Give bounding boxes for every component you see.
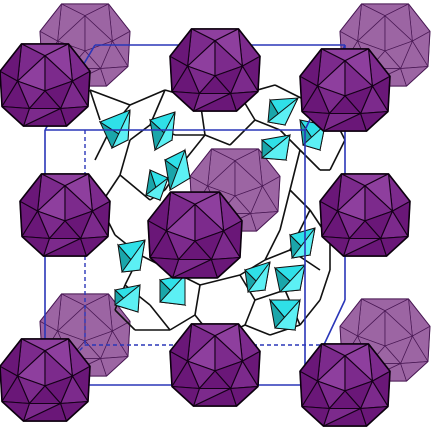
icosahedron-outline — [19, 173, 111, 257]
bond-line — [229, 119, 256, 146]
icosahedron — [147, 191, 243, 279]
icosahedron-outline — [299, 48, 391, 132]
bond-line — [114, 309, 136, 331]
bond-line — [329, 139, 346, 171]
bond-line — [254, 119, 281, 131]
tetrahedron — [273, 263, 306, 293]
icosahedron — [0, 43, 91, 127]
icosahedron-outline — [319, 173, 411, 257]
bond-line — [279, 189, 291, 231]
bond-line — [319, 269, 331, 301]
tetrahedron — [164, 148, 191, 192]
tetrahedron-face — [120, 239, 146, 273]
icosahedron-outline — [299, 343, 391, 427]
bond-line — [244, 299, 256, 326]
bond-line — [264, 229, 281, 261]
icosahedron — [319, 173, 411, 257]
bond-line — [119, 139, 131, 176]
icosahedron-outline — [0, 43, 91, 127]
bond-line — [129, 89, 166, 106]
tetrahedron — [289, 227, 316, 259]
bond-line — [184, 134, 206, 161]
icosahedron — [299, 48, 391, 132]
bond-line — [169, 314, 196, 331]
tetrahedron-face — [273, 298, 301, 331]
bond-line — [204, 134, 231, 146]
icosahedron-outline — [39, 3, 131, 87]
tetrahedron-face — [158, 273, 186, 306]
tetrahedron-face — [260, 133, 291, 161]
bond-line — [194, 284, 201, 316]
tetrahedron-face — [278, 263, 306, 293]
icosahedron — [299, 343, 391, 427]
bond-line — [89, 89, 101, 121]
tetrahedron — [268, 298, 301, 332]
tetrahedron-face — [302, 123, 326, 151]
icosahedron-outline — [147, 191, 243, 279]
tetrahedron — [266, 97, 299, 127]
icosahedron-outline — [339, 3, 431, 87]
tetrahedron-face — [290, 227, 316, 259]
bond-line — [244, 324, 271, 336]
icosahedron-outline — [339, 298, 431, 382]
tetrahedron — [158, 273, 187, 307]
bond-line — [289, 149, 301, 191]
icosahedron-outline — [169, 28, 261, 112]
icosahedron-outline — [0, 338, 91, 422]
tetrahedron — [117, 239, 146, 273]
icosahedron-outline — [169, 323, 261, 407]
bond-line — [129, 124, 151, 141]
bond-line — [89, 89, 131, 106]
tetrahedron-face — [246, 261, 271, 293]
bond-line — [274, 84, 306, 101]
bond-line — [199, 274, 241, 286]
tetrahedron-face — [153, 111, 176, 152]
bond-line — [149, 304, 171, 331]
icosahedron — [0, 338, 91, 422]
tetrahedron — [144, 169, 170, 202]
tetrahedra-layer — [98, 97, 326, 332]
icosahedron — [169, 323, 261, 407]
bond-line — [119, 174, 151, 201]
bond-line — [299, 299, 321, 326]
tetrahedron-face — [266, 97, 299, 126]
icosahedron — [19, 173, 111, 257]
icosahedron — [169, 28, 261, 112]
tetrahedron-face — [110, 109, 131, 150]
tetrahedron-face — [144, 176, 170, 201]
tetrahedron-face — [113, 283, 141, 313]
tetrahedron — [98, 109, 131, 150]
bond-line — [279, 129, 301, 151]
bond-line — [264, 249, 291, 261]
tetrahedron — [260, 133, 291, 161]
bond-line — [299, 149, 321, 171]
tetrahedron — [149, 111, 176, 152]
tetrahedron — [244, 261, 271, 293]
front-icosahedra-layer — [0, 28, 411, 427]
tetrahedron-face — [169, 148, 191, 192]
tetrahedron — [113, 283, 141, 314]
bond-line — [289, 189, 311, 211]
